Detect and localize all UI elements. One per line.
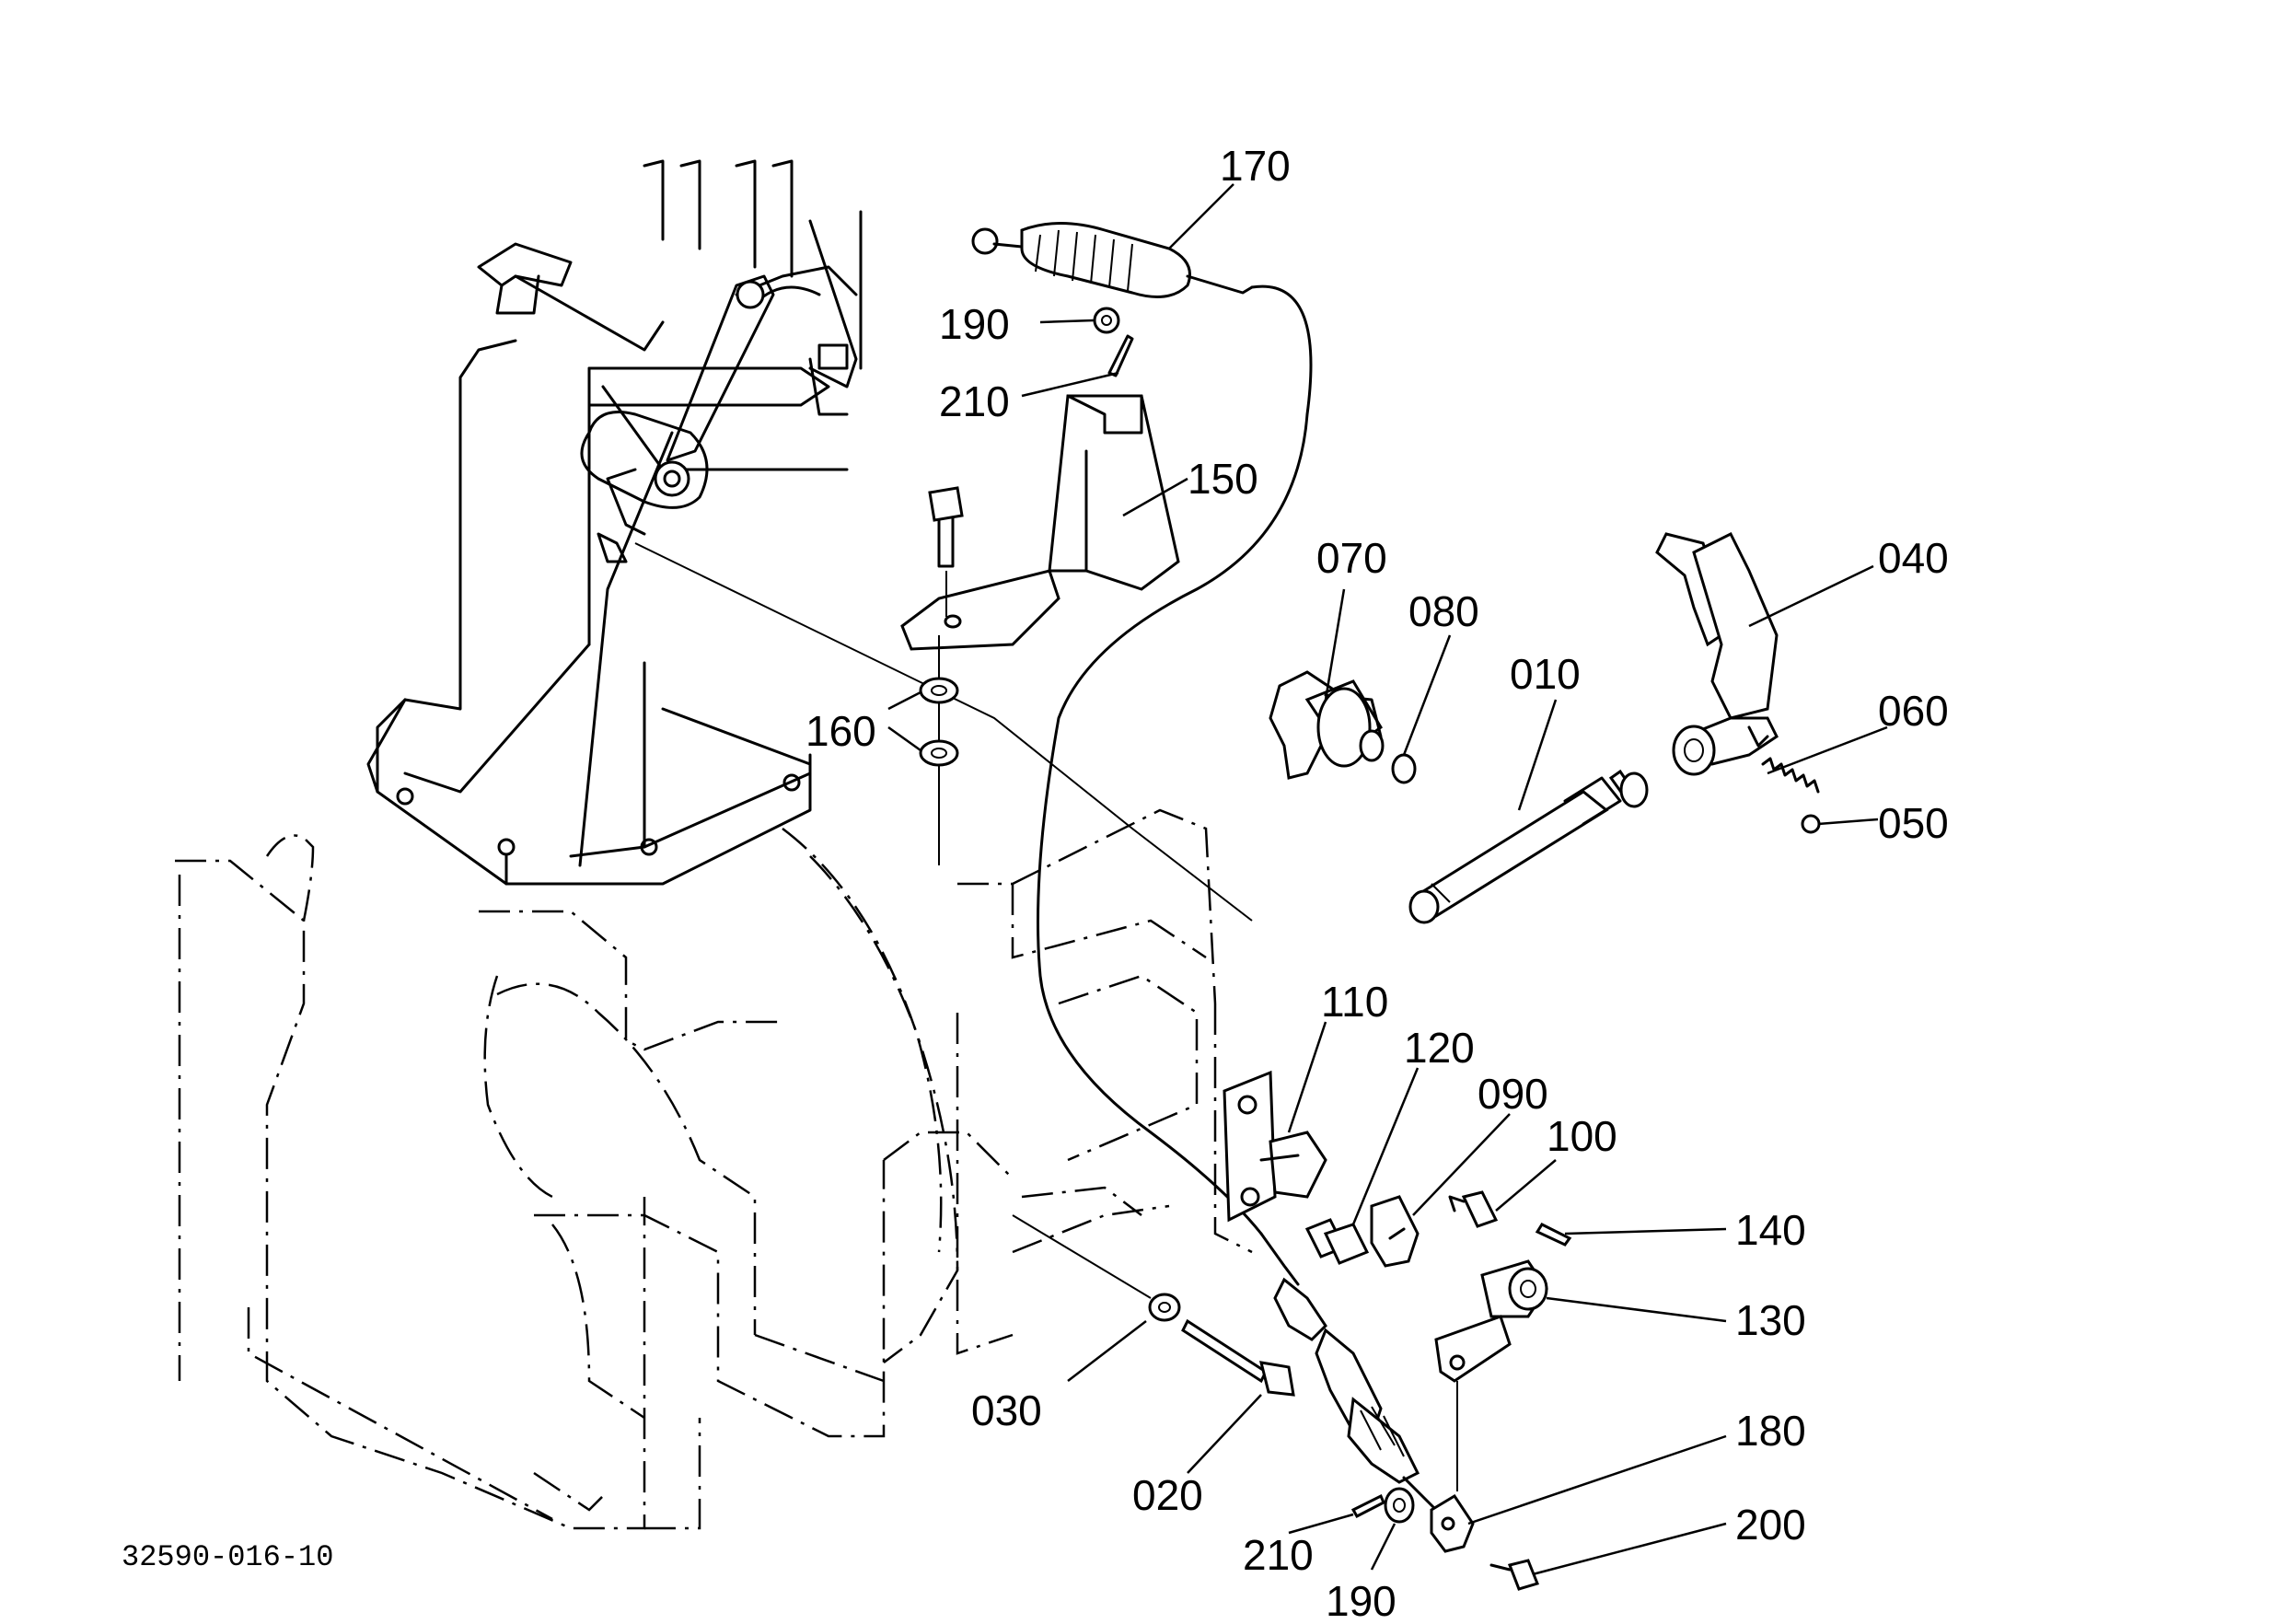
label-030: 030 bbox=[971, 1386, 1042, 1434]
bolt-150-mount bbox=[928, 486, 964, 568]
label-150: 150 bbox=[1188, 455, 1258, 503]
clevis-180 bbox=[1430, 1493, 1475, 1553]
label-190-lower: 190 bbox=[1326, 1577, 1396, 1624]
label-170: 170 bbox=[1220, 142, 1291, 190]
cotter-pin-210-upper bbox=[1107, 334, 1134, 377]
part-labels: 170 190 210 150 160 070 080 010 040 060 … bbox=[122, 142, 1949, 1624]
bolt-120 bbox=[1304, 1218, 1370, 1265]
label-020: 020 bbox=[1132, 1471, 1203, 1519]
transmission-housing bbox=[175, 808, 1253, 1530]
cable-bracket-110 bbox=[1223, 1070, 1327, 1223]
o-ring-080 bbox=[1391, 753, 1417, 784]
screw-200 bbox=[1489, 1559, 1540, 1591]
label-090: 090 bbox=[1478, 1070, 1548, 1118]
shift-lever-070 bbox=[1269, 670, 1385, 780]
label-210-upper: 210 bbox=[939, 377, 1010, 425]
shift-rod-010 bbox=[1408, 769, 1649, 924]
label-060: 060 bbox=[1878, 687, 1949, 735]
label-180: 180 bbox=[1735, 1407, 1806, 1455]
label-050: 050 bbox=[1878, 799, 1949, 847]
label-080: 080 bbox=[1408, 587, 1479, 635]
label-190-upper: 190 bbox=[939, 300, 1010, 348]
label-160: 160 bbox=[805, 707, 876, 755]
pedal-to-housing-guide bbox=[634, 542, 1253, 922]
label-130: 130 bbox=[1735, 1296, 1806, 1344]
label-120: 120 bbox=[1404, 1024, 1475, 1072]
bracket-150 bbox=[900, 394, 1180, 651]
lever-130 bbox=[1434, 1259, 1548, 1383]
label-010: 010 bbox=[1510, 650, 1581, 698]
bolt-100 bbox=[1448, 1190, 1499, 1228]
shift-fork-040 bbox=[1655, 531, 1779, 776]
label-210-lower: 210 bbox=[1243, 1531, 1314, 1579]
bolt-axis-020 bbox=[1012, 1214, 1152, 1299]
leader-lines bbox=[887, 183, 1888, 1576]
throttle-cable-upper bbox=[971, 222, 1313, 1235]
label-200: 200 bbox=[1735, 1501, 1806, 1549]
label-110: 110 bbox=[1321, 978, 1388, 1026]
figure-code: 32590-016-10 bbox=[122, 1540, 333, 1574]
ball-050 bbox=[1801, 814, 1821, 834]
throttle-cable-lower bbox=[1259, 1232, 1438, 1512]
spring-060 bbox=[1761, 757, 1820, 794]
label-070: 070 bbox=[1316, 534, 1387, 582]
pedal-frame bbox=[366, 159, 863, 886]
washer-190-upper bbox=[1093, 307, 1120, 334]
cotter-pin-210-lower bbox=[1350, 1493, 1385, 1518]
pin-140 bbox=[1535, 1223, 1572, 1247]
washer-190-lower bbox=[1384, 1487, 1415, 1524]
label-100: 100 bbox=[1547, 1112, 1617, 1160]
label-140: 140 bbox=[1735, 1206, 1806, 1254]
cable-clamp-090 bbox=[1370, 1195, 1420, 1268]
washers-160 bbox=[919, 635, 959, 865]
bolt-020 bbox=[1181, 1318, 1295, 1397]
washer-030 bbox=[1148, 1293, 1181, 1322]
label-040: 040 bbox=[1878, 534, 1949, 582]
